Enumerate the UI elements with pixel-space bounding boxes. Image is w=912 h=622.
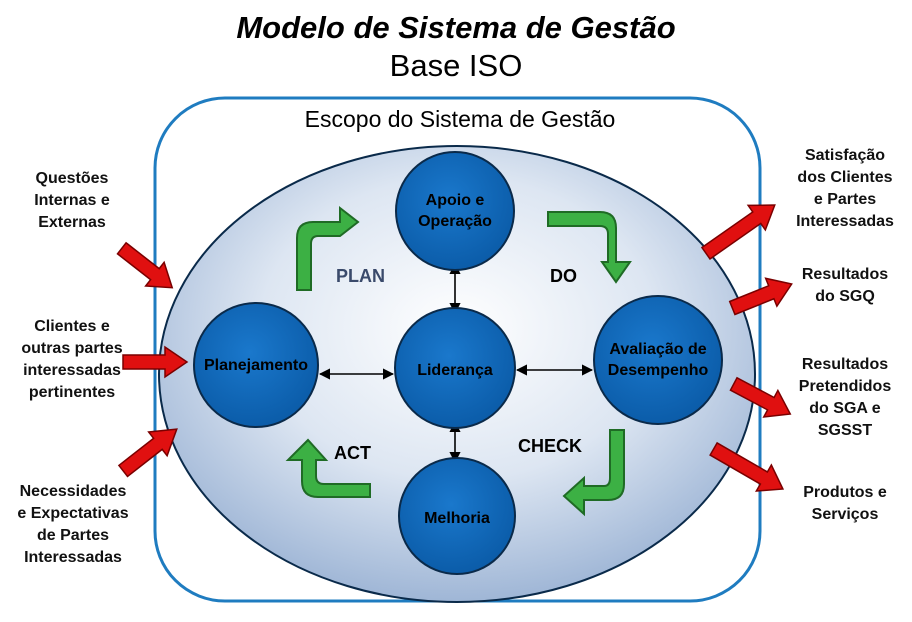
phase-check-label: CHECK — [518, 436, 583, 456]
node-apoio — [395, 151, 515, 271]
page-title: Modelo de Sistema de Gestão — [236, 10, 676, 45]
page-subtitle: Base ISO — [389, 48, 523, 83]
phase-act-label: ACT — [334, 443, 371, 463]
act-green-arrow — [285, 438, 371, 498]
node-avaliacao — [593, 295, 723, 425]
output-arrow-1 — [700, 204, 776, 261]
output-arrow-3 — [729, 376, 792, 418]
plan-green-arrow — [296, 205, 360, 291]
phase-do-label: DO — [550, 266, 577, 286]
node-label-avaliacao: Avaliação de Desempenho — [607, 341, 709, 379]
output-text-1: Satisfação dos Clientes e Partes Interes… — [796, 147, 894, 230]
input-arrow-2 — [122, 345, 189, 379]
output-text-2: Resultados do SGQ — [801, 266, 889, 305]
node-label-lideranca: Liderança — [417, 361, 493, 379]
input-arrow-3 — [117, 428, 178, 478]
node-planejamento — [193, 302, 319, 428]
input-text-3: Necessidades e Expectativas de Partes In… — [17, 483, 129, 566]
node-label-melhoria: Melhoria — [424, 509, 490, 527]
scope-title: Escopo do Sistema de Gestão — [304, 106, 616, 132]
check-green-arrow — [562, 429, 625, 517]
output-text-3: Resultados Pretendidos do SGA e SGSST — [798, 356, 892, 439]
input-text-2: Clientes e outras partes interessadas pe… — [21, 318, 123, 401]
node-lideranca — [394, 307, 516, 429]
node-label-planejamento: Planejamento — [203, 356, 309, 374]
phase-plan-label: PLAN — [336, 266, 385, 286]
output-text-4: Produtos e Serviços — [803, 484, 887, 523]
node-label-apoio: Apoio e Operação — [418, 192, 492, 230]
output-arrow-2 — [728, 277, 793, 316]
input-arrow-1 — [116, 241, 174, 289]
do-green-arrow — [547, 211, 632, 284]
output-arrow-4 — [709, 441, 785, 492]
input-text-1: Questões Internas e Externas — [34, 170, 110, 231]
node-melhoria — [398, 457, 516, 575]
